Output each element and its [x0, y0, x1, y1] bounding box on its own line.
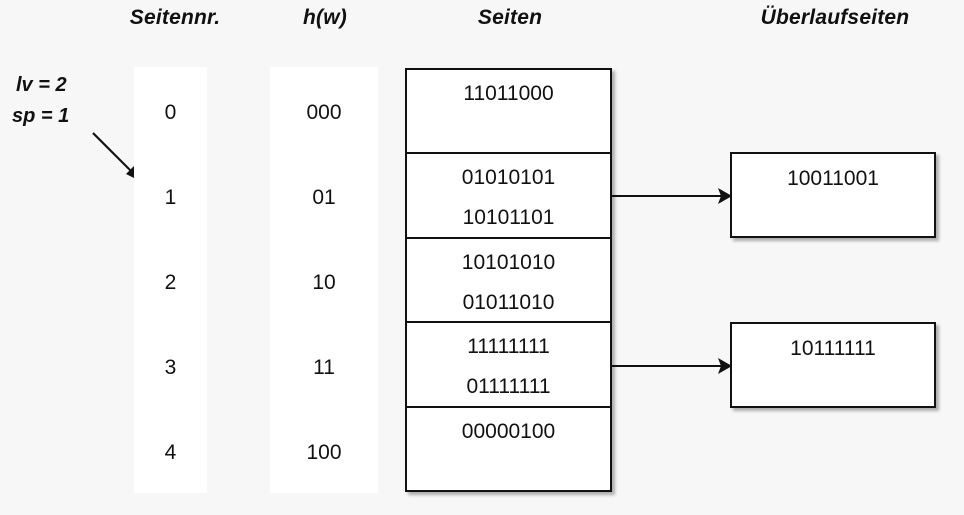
page-record: 00000100	[461, 420, 556, 443]
hw-cell: 000	[306, 101, 342, 124]
annotation-lv: lv = 2	[16, 74, 67, 96]
column-header-seitennr: Seitennr.	[129, 6, 221, 29]
page-row: 00000100	[407, 408, 610, 490]
hw-cell: 11	[313, 356, 335, 379]
page-record: 11011000	[463, 82, 554, 105]
overflow-page-box: 10111111	[730, 322, 936, 408]
column-hw: 000 01 10 11 100	[270, 67, 378, 493]
page-record: 01111111	[466, 375, 551, 398]
column-header-ueberlaufseiten: Überlaufseiten	[760, 6, 910, 29]
page-row: 10101010 01011010	[407, 239, 610, 323]
page-record: 10101101	[462, 206, 555, 229]
overflow-page-record: 10011001	[787, 167, 879, 190]
column-header-seiten: Seiten	[477, 6, 543, 29]
page-record: 01010101	[461, 166, 556, 189]
seitennr-cell: 4	[164, 441, 177, 464]
seitennr-cell: 0	[164, 101, 177, 124]
pages-table: 11011000 01010101 10101101 10101010 01011010…	[405, 68, 612, 492]
page-row: 11111111 01111111	[407, 323, 610, 408]
page-record: 10101010	[461, 251, 556, 274]
column-header-hw: h(w)	[303, 6, 347, 29]
column-seitennr: 0 1 2 3 4	[134, 67, 207, 493]
page-record: 11111111	[467, 335, 550, 358]
overflow-page-box: 10011001	[730, 152, 936, 238]
hw-cell: 01	[312, 186, 336, 209]
page-row: 11011000	[407, 70, 610, 154]
seitennr-cell: 1	[164, 186, 177, 209]
seitennr-cell: 2	[164, 271, 177, 294]
hw-cell: 100	[306, 441, 342, 464]
page-row: 01010101 10101101	[407, 154, 610, 239]
annotation-sp: sp = 1	[12, 105, 70, 127]
hw-cell: 10	[312, 271, 336, 294]
overflow-page-record: 10111111	[790, 337, 876, 360]
overflow-arrow-row3	[610, 358, 732, 374]
seitennr-cell: 3	[164, 356, 177, 379]
overflow-arrow-row1	[610, 188, 732, 204]
page-record: 01011010	[462, 291, 555, 314]
